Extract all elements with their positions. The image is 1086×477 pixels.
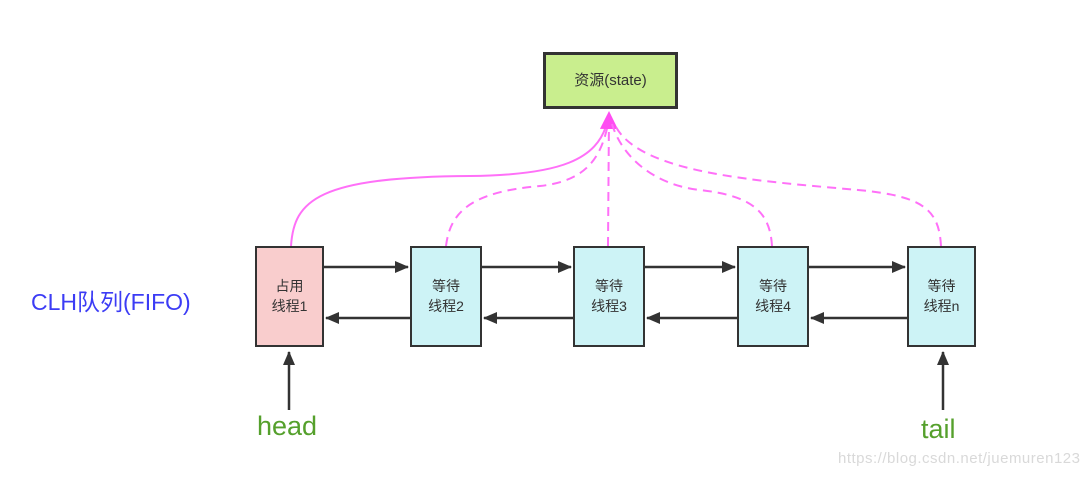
node-label-line2: 线程3	[591, 297, 627, 314]
node-label-line1: 等待	[432, 277, 460, 294]
node-label-line2: 线程n	[923, 297, 960, 314]
node-label-line2: 线程1	[271, 297, 308, 314]
clh-queue-label: CLH队列(FIFO)	[31, 289, 191, 315]
resource-link-threadn-dashed	[615, 126, 942, 247]
resource-link-thread1-solid	[290, 122, 608, 247]
queue-node-thread3: 等待 线程3	[573, 246, 645, 347]
queue-node-thread2: 等待 线程2	[410, 246, 482, 347]
node-label-line1: 等待	[595, 277, 623, 294]
queue-node-thread1: 占用 线程1	[255, 246, 324, 347]
node-label-line1: 等待	[927, 277, 956, 294]
queue-node-thread4: 等待 线程4	[737, 246, 809, 347]
node-label-line1: 占用	[275, 277, 304, 294]
watermark-text: https://blog.csdn.net/juemuren123	[838, 450, 1081, 467]
node-label-line2: 线程4	[755, 297, 791, 314]
resource-link-thread3-dashed	[599, 111, 618, 247]
resource-link-thread2-dashed	[445, 123, 609, 247]
tail-pointer-label: tail	[921, 414, 956, 444]
node-label-line2: 线程2	[428, 297, 464, 314]
resource-state-label: 资源(state)	[574, 72, 647, 89]
queue-node-threadn: 等待 线程n	[907, 246, 976, 347]
node-label-line1: 等待	[759, 277, 787, 294]
resource-link-thread4-dashed	[611, 123, 773, 247]
resource-state-box: 资源(state)	[543, 52, 678, 109]
head-pointer-label: head	[257, 411, 318, 441]
